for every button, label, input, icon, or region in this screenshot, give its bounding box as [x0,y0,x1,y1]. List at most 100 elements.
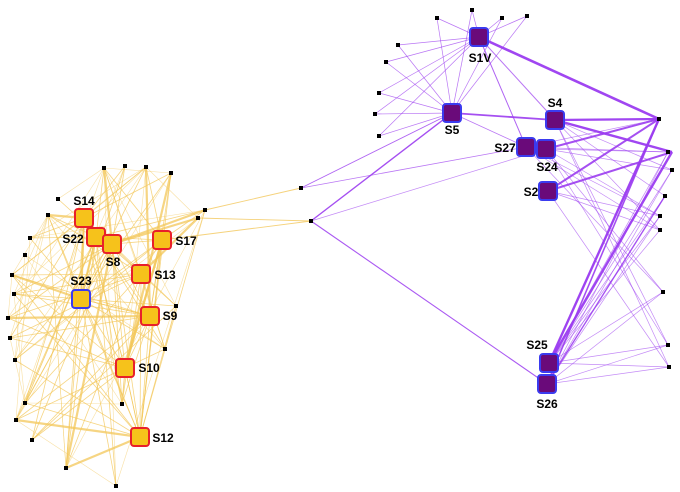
node-s2[interactable] [538,181,558,201]
edge [545,118,660,150]
edge [65,273,142,469]
edge [478,36,556,121]
edge [547,151,673,192]
edge [24,402,123,405]
edge [95,167,105,238]
edge [13,293,26,404]
edge [546,291,664,385]
edge [547,118,661,364]
node-s1v[interactable] [469,27,489,47]
edge [145,166,199,219]
edge [13,243,113,295]
edge [111,243,141,438]
small-node [658,214,662,218]
edge [385,61,453,114]
node-s8[interactable] [102,234,122,254]
edge [546,118,660,385]
edge [103,167,172,174]
node-s17[interactable] [152,230,172,250]
edge [554,119,661,231]
edge [65,236,97,469]
small-node [120,402,124,406]
edges-purple-cluster [300,9,674,385]
edge [374,36,480,115]
edge [13,166,147,295]
edge [111,243,126,369]
edge [478,35,660,121]
edge [547,190,661,217]
small-node [10,273,14,277]
labeled-nodes [71,27,565,447]
node-label-s24: S24 [536,160,558,174]
edge [310,220,548,385]
node-s13[interactable] [131,264,151,284]
small-node [663,194,667,198]
node-s10[interactable] [115,358,135,378]
small-nodes [6,8,674,488]
small-node [13,358,17,362]
small-node [28,236,32,240]
node-s4[interactable] [545,110,565,130]
edge [139,172,172,438]
edge [164,305,177,350]
edge [451,112,556,121]
node-s26[interactable] [537,374,557,394]
edge [65,435,141,470]
edge [15,419,117,487]
edge [300,112,453,189]
edge [161,220,312,241]
edge [545,148,664,293]
edge [11,274,141,438]
edge [545,148,669,153]
small-node [203,208,207,212]
node-s24[interactable] [536,139,556,159]
small-node [396,43,400,47]
small-node [500,16,504,20]
node-label-s23: S23 [70,274,92,288]
small-node [144,165,148,169]
edge [57,167,105,200]
edge [310,148,547,222]
edge [124,367,141,438]
node-label-s26: S26 [536,397,558,411]
node-s25[interactable] [539,353,559,373]
edge [79,217,86,300]
node-label-s8: S8 [106,255,121,269]
edge [121,315,151,405]
node-label-s13: S13 [154,268,176,282]
edge [11,214,49,276]
edge [13,293,141,438]
edge [7,314,151,320]
edge [103,167,163,241]
node-label-s10: S10 [138,361,160,375]
edge [9,337,126,369]
edge [47,214,141,438]
edge [24,254,166,350]
node-s14[interactable] [74,208,94,228]
small-node [23,253,27,257]
edge [548,215,661,364]
small-node [299,186,303,190]
node-s5[interactable] [442,103,462,123]
edge [525,146,664,293]
edge [47,214,166,350]
edge [80,236,97,300]
edge [374,112,453,115]
edge [13,293,82,300]
node-s9[interactable] [140,306,160,326]
node-label-s22: S22 [62,232,84,246]
small-node [56,197,60,201]
node-s27[interactable] [516,137,536,157]
node-s23[interactable] [71,289,91,309]
node-label-s17: S17 [175,234,197,248]
small-node [123,164,127,168]
edge [64,243,114,469]
node-label-s27: S27 [494,141,516,155]
edge [451,112,527,148]
edge [436,17,453,114]
small-node [666,343,670,347]
small-node [309,219,313,223]
node-s12[interactable] [130,427,150,447]
edge [14,214,49,361]
